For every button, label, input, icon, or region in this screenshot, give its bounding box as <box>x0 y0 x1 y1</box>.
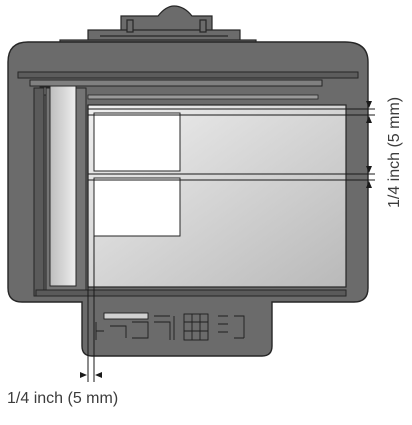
arrow-right-icon <box>80 372 87 378</box>
top-margin-label: 1/4 inch (5 mm) <box>386 96 403 208</box>
side-margin-label: 1/4 inch (5 mm) <box>7 390 119 407</box>
arrow-up-icon <box>366 116 372 123</box>
margin-arrows <box>80 101 372 378</box>
arrow-left-icon <box>95 372 102 378</box>
margin-guides <box>87 105 375 382</box>
arrow-down-icon <box>366 101 372 108</box>
strip-glass <box>49 85 77 287</box>
photo-top <box>93 112 181 172</box>
arrow-down-icon <box>366 166 372 173</box>
photo-bottom <box>93 177 181 237</box>
control-panel <box>95 312 245 341</box>
arrow-up-icon <box>366 181 372 188</box>
